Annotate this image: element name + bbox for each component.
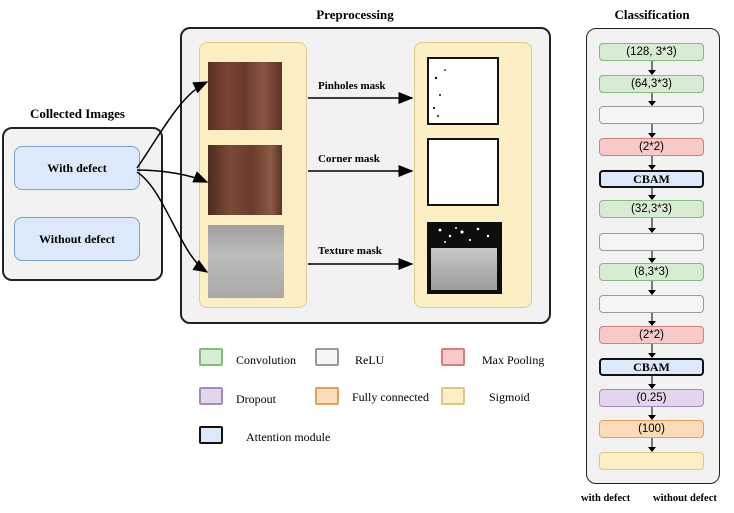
layer-arrowhead-4 [648, 165, 656, 170]
cbam-layer-5: CBAM [599, 170, 704, 188]
legend-fc-swatch [315, 387, 339, 405]
layer-arrowhead-5 [648, 195, 656, 200]
conv-layer-2: (64,3*3) [599, 75, 704, 93]
corner-mask-image [427, 138, 499, 206]
sigmoid-layer-14 [599, 452, 704, 470]
conv-layer-8: (8,3*3) [599, 263, 704, 281]
pinholes-mask-image [427, 57, 499, 125]
corner-mask-label: Corner mask [318, 153, 380, 165]
layer-arrowhead-7 [648, 258, 656, 263]
pinholes-mask-label: Pinholes mask [318, 80, 386, 92]
conv-layer-6: (32,3*3) [599, 200, 704, 218]
conv-layer-1: (128, 3*3) [599, 43, 704, 61]
legend-fc-label: Fully connected [352, 390, 429, 404]
layer-arrowhead-6 [648, 228, 656, 233]
fc-layer-13: (100) [599, 420, 704, 438]
legend-relu-label: ReLU [355, 353, 385, 367]
rust-image-2 [208, 145, 282, 215]
relu-layer-3 [599, 106, 704, 124]
texture-mask-label: Texture mask [318, 245, 382, 257]
pinhole-dots [432, 69, 446, 117]
output-with-defect: with defect [581, 493, 631, 504]
texture-mask-surface [431, 248, 497, 290]
relu-layer-9 [599, 295, 704, 313]
legend-convolution-label: Convolution [236, 353, 297, 367]
texture-speckles [438, 227, 490, 243]
legend-sigmoid-label: Sigmoid [489, 390, 530, 404]
legend-relu-swatch [315, 348, 339, 366]
cbam-layer-11: CBAM [599, 358, 704, 376]
preprocessing-title: Preprocessing [316, 7, 394, 22]
relu-layer-7 [599, 233, 704, 251]
legend-convolution-swatch [199, 348, 223, 366]
layer-arrowhead-8 [648, 290, 656, 295]
layer-arrowhead-3 [648, 133, 656, 138]
legend-sigmoid-swatch [441, 387, 465, 405]
pool-layer-4: (2*2) [599, 138, 704, 156]
legend-attention-swatch [199, 426, 223, 444]
legend-attention-label: Attention module [246, 430, 331, 444]
texture-mask-image [427, 222, 502, 294]
layer-arrowhead-2 [648, 101, 656, 106]
arrow-to-rust-2 [136, 169, 209, 183]
gray-texture-image [208, 225, 284, 298]
collected-images-title: Collected Images [30, 106, 125, 121]
rust-image-1 [208, 62, 282, 130]
layer-arrowhead-12 [648, 415, 656, 420]
legend-dropout-swatch [199, 387, 223, 405]
arrow-to-rust-1 [136, 81, 209, 169]
legend-dropout-label: Dropout [236, 392, 276, 406]
layer-arrowhead-10 [648, 353, 656, 358]
layer-arrowhead-13 [648, 447, 656, 452]
dropout-layer-12: (0.25) [599, 389, 704, 407]
with-defect-box: With defect [14, 146, 140, 190]
pool-layer-10: (2*2) [599, 326, 704, 344]
layer-arrowhead-11 [648, 384, 656, 389]
classification-title: Classification [614, 7, 690, 22]
legend-max-pooling-label: Max Pooling [482, 353, 545, 367]
legend-max-pooling-swatch [441, 348, 465, 366]
layer-arrowhead-1 [648, 70, 656, 75]
without-defect-box: Without defect [14, 217, 140, 261]
output-without-defect: without defect [653, 493, 717, 504]
layer-arrowhead-9 [648, 321, 656, 326]
arrow-to-gray [136, 171, 209, 273]
